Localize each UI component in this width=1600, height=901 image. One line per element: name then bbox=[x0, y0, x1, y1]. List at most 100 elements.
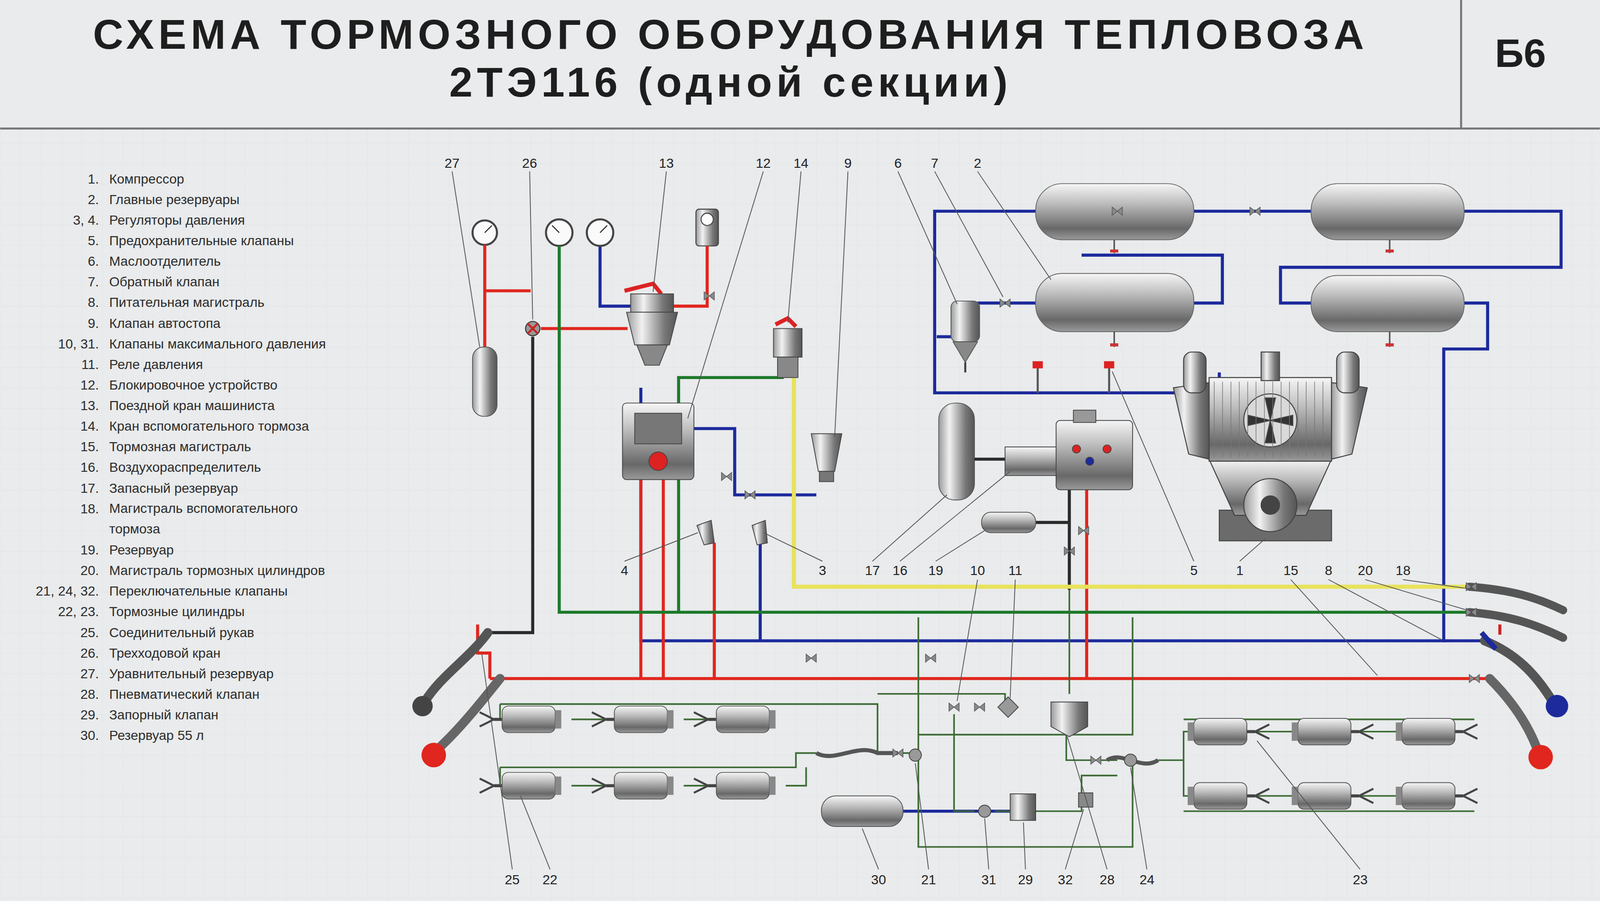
autostop-valve bbox=[810, 433, 842, 482]
yellow-pipe bbox=[793, 377, 1470, 587]
brake-cylinder-pipes bbox=[877, 693, 1006, 703]
feed-pipes bbox=[936, 335, 952, 338]
pressure-gauge bbox=[484, 225, 492, 233]
leader-line bbox=[862, 828, 879, 869]
compressor-fins bbox=[1280, 381, 1282, 457]
legend-number: 8. bbox=[87, 291, 99, 313]
brake-scheme-drawing bbox=[1291, 718, 1374, 746]
callout-number: 13 bbox=[659, 155, 674, 172]
oil-separator bbox=[951, 301, 980, 342]
valves bbox=[892, 748, 903, 757]
leader-line bbox=[984, 818, 989, 870]
legend-number: 26. bbox=[80, 642, 99, 663]
pressure-gauge bbox=[600, 225, 608, 233]
red-pipes bbox=[483, 244, 487, 347]
valves bbox=[1124, 754, 1137, 767]
brake-cylinder-pipes bbox=[1068, 589, 1071, 694]
hose bbox=[424, 632, 488, 703]
compressor-fins bbox=[1213, 381, 1215, 457]
brake-scheme-drawing bbox=[1469, 674, 1480, 683]
leader-line bbox=[1067, 736, 1107, 870]
aux-brake-valve bbox=[773, 328, 802, 357]
leader-line bbox=[1023, 822, 1026, 870]
legend-text: Магистраль вспомогательного тормоза bbox=[108, 497, 339, 540]
coupling-head bbox=[1498, 624, 1502, 635]
leader-line bbox=[452, 171, 480, 347]
callout-number: 23 bbox=[1352, 872, 1368, 888]
title: СХЕМА ТОРМОЗНОГО ОБОРУДОВАНИЯ ТЕПЛОВОЗА … bbox=[0, 10, 1462, 107]
brake-cylinder-pipes bbox=[1066, 734, 1118, 760]
red-pipes bbox=[706, 265, 709, 296]
pressure-regulator bbox=[696, 520, 768, 545]
legend-text: Регуляторы давления bbox=[108, 209, 245, 230]
blocking-device bbox=[622, 402, 694, 480]
legend-text: Блокировочное устройство bbox=[108, 374, 278, 395]
legend-number: 20. bbox=[80, 560, 99, 581]
leader-line bbox=[1112, 371, 1194, 562]
compressor-fins bbox=[1230, 381, 1232, 457]
oil-separator bbox=[951, 301, 980, 373]
drivers-brake-valve bbox=[630, 293, 674, 313]
callout-number: 11 bbox=[1008, 562, 1023, 579]
leader-line bbox=[1065, 809, 1084, 870]
legend-number: 1. bbox=[87, 168, 99, 189]
leader-line bbox=[1290, 579, 1378, 676]
legend-text: Резервуар bbox=[108, 539, 174, 561]
sheet-number: Б6 bbox=[1494, 31, 1546, 75]
valves bbox=[1078, 792, 1093, 808]
callout-number: 25 bbox=[504, 872, 520, 888]
legend-text: Запасный резервуар bbox=[108, 477, 238, 498]
brake-scheme-drawing bbox=[693, 705, 776, 733]
brake-scheme-drawing bbox=[479, 772, 562, 800]
callout-number: 3 bbox=[818, 562, 827, 579]
leader-line bbox=[1130, 767, 1147, 869]
brake-cylinder-pipes bbox=[953, 713, 975, 811]
pressure-gauge bbox=[586, 219, 614, 247]
reservoir-55 bbox=[821, 795, 904, 827]
brake-scheme-drawing bbox=[1078, 526, 1089, 535]
callout-number: 12 bbox=[756, 155, 771, 172]
leader-line bbox=[687, 171, 764, 419]
hose bbox=[1489, 678, 1539, 754]
legend-number: 14. bbox=[80, 415, 99, 437]
yellow-pipe bbox=[793, 377, 1470, 587]
legend-number: 19. bbox=[80, 539, 99, 561]
leader-line bbox=[787, 171, 801, 323]
compressor bbox=[1331, 382, 1368, 460]
brake-scheme-drawing bbox=[999, 298, 1010, 307]
callout-number: 9 bbox=[844, 155, 853, 172]
legend-number: 10, 31. bbox=[57, 333, 99, 354]
safety-valve bbox=[1036, 367, 1039, 393]
compressor bbox=[1243, 393, 1298, 447]
callout-number: 6 bbox=[894, 155, 902, 172]
feed-pipes bbox=[600, 245, 631, 306]
drivers-brake-valve bbox=[624, 283, 678, 366]
compressor-fins bbox=[1322, 381, 1324, 457]
drain-valve bbox=[1110, 239, 1394, 347]
leader-line bbox=[1328, 579, 1442, 640]
equalizing-reservoir bbox=[472, 346, 498, 417]
callout-number: 10 bbox=[970, 562, 985, 579]
black-pipe bbox=[1035, 520, 1070, 524]
legend-number: 9. bbox=[87, 312, 99, 334]
feed-pipes bbox=[693, 428, 817, 496]
brake-scheme-drawing bbox=[479, 705, 562, 733]
legend-text: Резервуар 55 л bbox=[108, 724, 204, 746]
compressor-fins bbox=[1289, 381, 1290, 457]
legend-text: Магистраль тормозных цилиндров bbox=[108, 560, 325, 581]
compressor-fins bbox=[1264, 381, 1265, 457]
callout-number: 21 bbox=[920, 872, 936, 888]
speed-recorder bbox=[695, 209, 719, 247]
legend-text: Питательная магистраль bbox=[108, 291, 265, 313]
legend-number: 30. bbox=[80, 724, 99, 746]
brake-scheme-drawing bbox=[1459, 0, 1462, 129]
oil-separator bbox=[952, 341, 978, 363]
brake-scheme-drawing bbox=[693, 772, 776, 800]
legend-text: Предохранительные клапаны bbox=[108, 230, 294, 251]
speed-recorder bbox=[695, 209, 719, 247]
brake-scheme-drawing bbox=[721, 472, 732, 481]
three-way-cock bbox=[525, 321, 541, 336]
brake-scheme-drawing bbox=[1187, 782, 1270, 810]
legend-number: 11. bbox=[81, 353, 99, 375]
callout-number: 14 bbox=[793, 155, 809, 172]
